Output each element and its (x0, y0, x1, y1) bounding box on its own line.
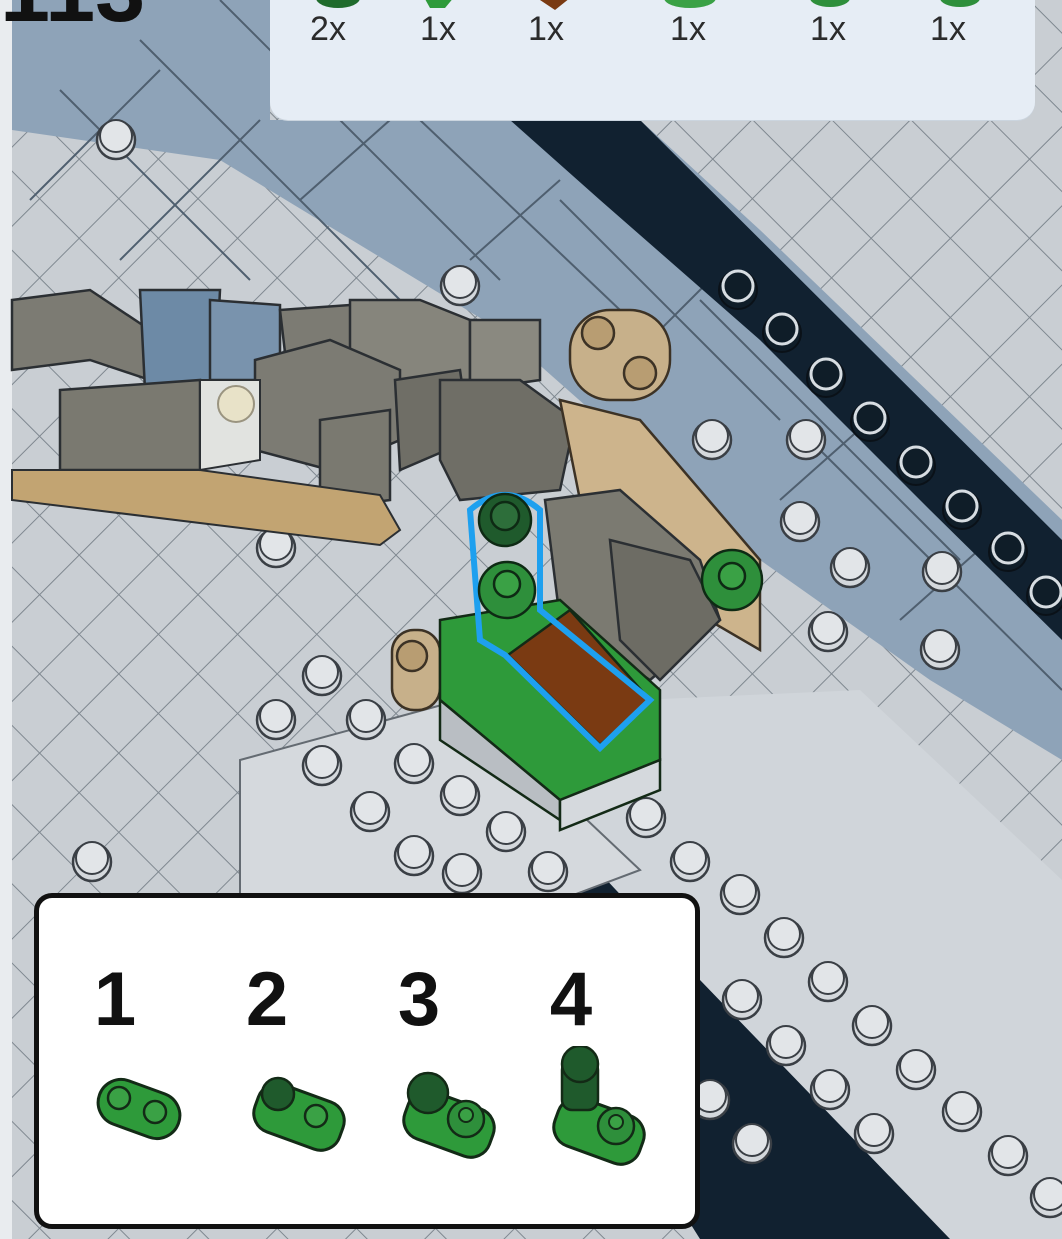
substep-number: 1 (75, 956, 155, 1043)
green-jumper-plate-icon (89, 1066, 189, 1156)
part-qty: 1x (506, 10, 586, 49)
part-qty: 2x (288, 10, 368, 49)
substep-number: 2 (227, 956, 307, 1043)
parts-list-panel: 2x 1x 1x 1x 1x 1x (270, 0, 1035, 120)
step-number: 113 (0, 0, 145, 43)
dark-green-round-part-icon (316, 0, 360, 8)
part-qty: 1x (648, 10, 728, 49)
green-round-part-icon (810, 0, 850, 7)
substep-number: 4 (531, 956, 611, 1043)
part-qty: 1x (398, 10, 478, 49)
flower-stack-tall-icon (544, 1046, 654, 1171)
green-part-icon (664, 0, 716, 8)
green-round-part-icon (940, 0, 980, 7)
reddish-brown-tile-part-icon (525, 0, 580, 10)
jumper-with-round-plate-icon (244, 1058, 354, 1158)
flower-stack-icon (394, 1053, 504, 1163)
substep-callout: 1 2 3 4 (34, 893, 700, 1229)
part-qty: 1x (788, 10, 868, 49)
parts-icons-row (270, 0, 1035, 10)
substep-number: 3 (379, 956, 459, 1043)
green-plate-part-icon (420, 0, 460, 8)
part-qty: 1x (908, 10, 988, 49)
